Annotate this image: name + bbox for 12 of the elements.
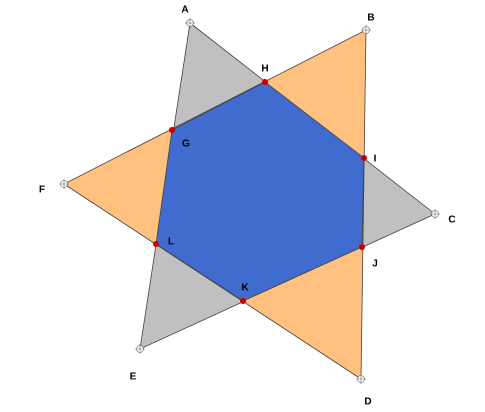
point-label: G: [182, 139, 190, 147]
point-label: J: [372, 260, 378, 266]
point-label: E: [130, 372, 136, 380]
point-label: I: [374, 154, 376, 162]
point-label: C: [448, 215, 456, 223]
point-label: L: [168, 238, 174, 244]
point-label: H: [262, 64, 268, 72]
point-label: F: [40, 186, 45, 192]
point-label: K: [242, 284, 249, 290]
point-label: A: [182, 6, 188, 12]
point-label: B: [368, 14, 374, 20]
point-label: D: [365, 398, 372, 404]
